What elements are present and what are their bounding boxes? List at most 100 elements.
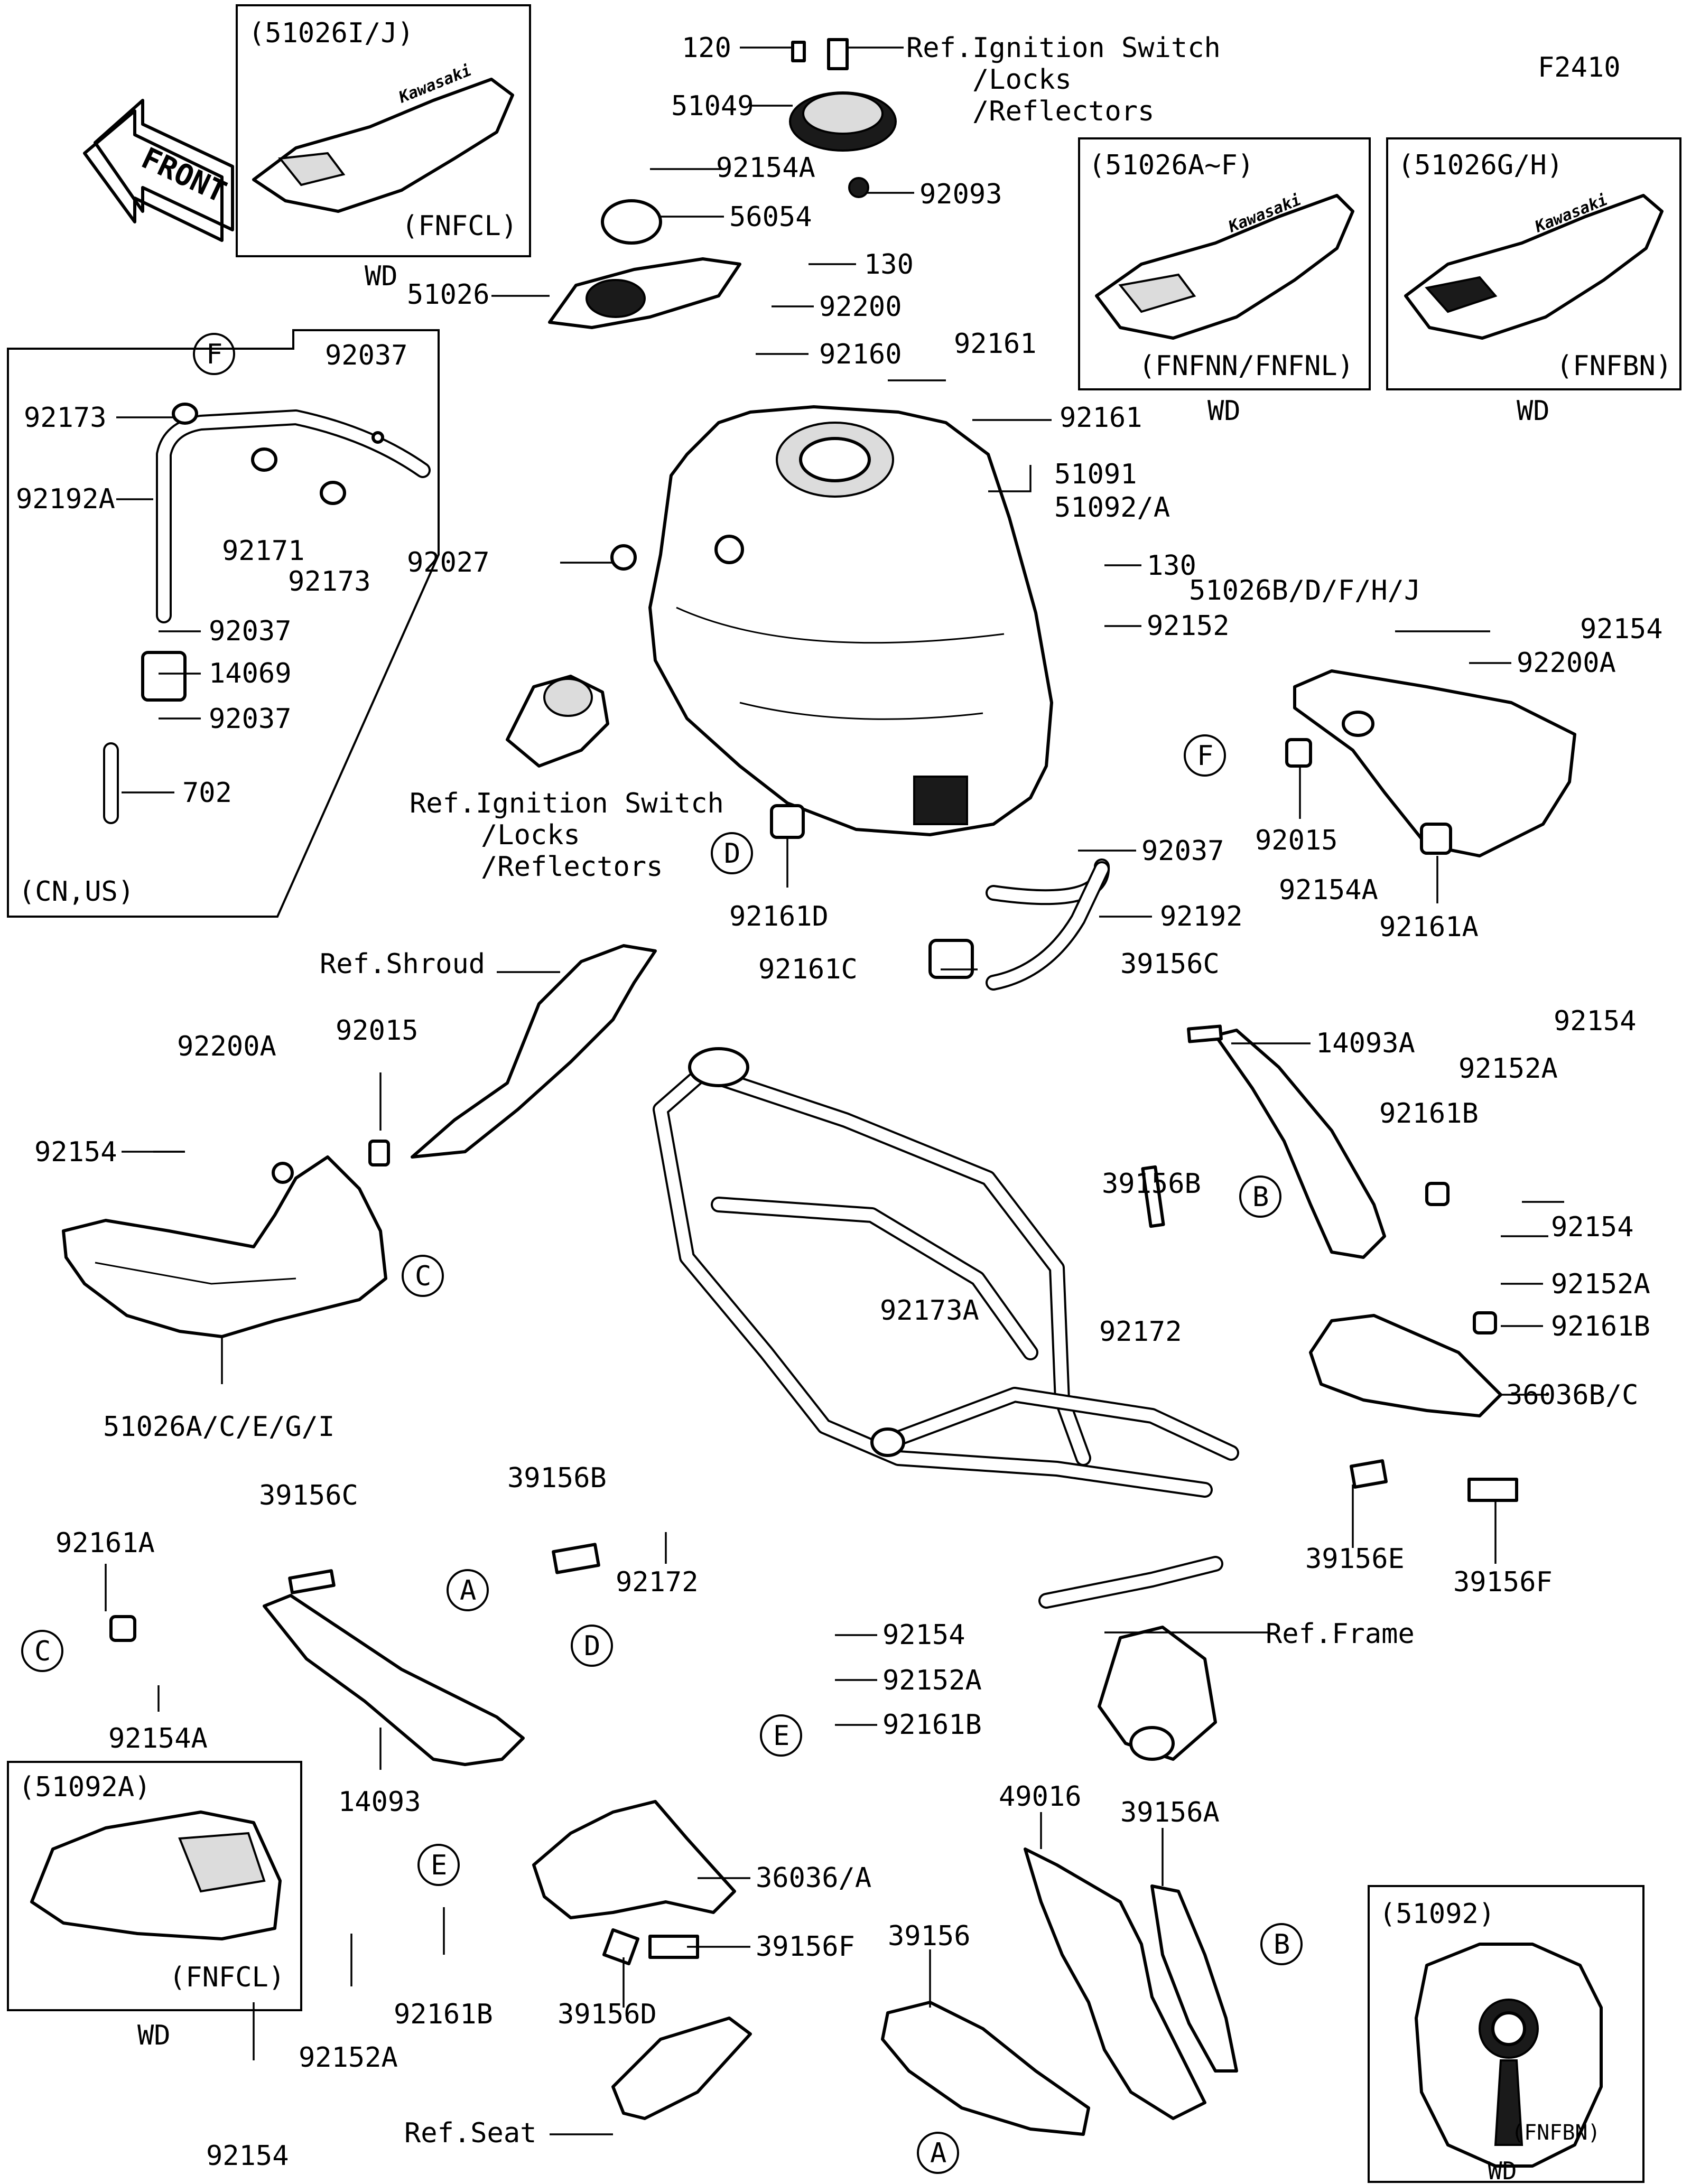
callout-f-top-label: F bbox=[206, 339, 222, 370]
label-130-top: 130 bbox=[864, 249, 914, 281]
label-39156c-r: 39156C bbox=[1120, 948, 1220, 980]
seat-bracket bbox=[611, 2017, 752, 2120]
label-92152-mid: 92152 bbox=[1147, 610, 1230, 642]
ref-ignition-top-3: /Reflectors bbox=[972, 96, 1154, 127]
label-92161-b: 92161 bbox=[1060, 402, 1142, 434]
label-56054: 56054 bbox=[729, 201, 812, 233]
label-39156b-r: 39156B bbox=[1102, 1168, 1201, 1200]
label-92200a-r: 92200A bbox=[1517, 647, 1616, 679]
ref-ignition-top-1: Ref.Ignition Switch bbox=[906, 32, 1221, 64]
label-92154-r3: 92154 bbox=[1551, 1211, 1634, 1243]
label-92172-l: 92172 bbox=[616, 1566, 699, 1598]
callout-e-center-label: E bbox=[773, 1720, 789, 1752]
label-39156e: 39156E bbox=[1305, 1543, 1405, 1575]
label-36036a: 36036/A bbox=[756, 1862, 871, 1894]
label-92015-l: 92015 bbox=[336, 1015, 419, 1047]
label-92093: 92093 bbox=[919, 179, 1002, 210]
label-92161b-l: 92161B bbox=[394, 1999, 493, 2030]
variant-box-51026gh: (51026G/H) Kawasaki (FNFBN) bbox=[1386, 137, 1681, 390]
front-arrow-icon: FRONT bbox=[83, 99, 234, 242]
label-92154-bl: 92154 bbox=[206, 2140, 289, 2172]
callout-b-low: B bbox=[1260, 1923, 1303, 1965]
label-92154-c: 92154 bbox=[882, 1619, 965, 1651]
label-92154-l: 92154 bbox=[34, 1136, 117, 1168]
label-51049: 51049 bbox=[671, 90, 754, 122]
box4-title: (51092A) bbox=[18, 1771, 151, 1803]
callout-a-low-label: A bbox=[930, 2138, 946, 2169]
pad-39156 bbox=[881, 2001, 1090, 2136]
label-92161b-r: 92161B bbox=[1379, 1098, 1479, 1130]
label-92200: 92200 bbox=[819, 291, 902, 323]
label-92161b-r2: 92161B bbox=[1551, 1311, 1650, 1342]
bracket-36036bc bbox=[1309, 1311, 1518, 1502]
callout-e-center: E bbox=[760, 1714, 802, 1757]
label-39156a: 39156A bbox=[1120, 1797, 1220, 1828]
leader-lines bbox=[105, 46, 1564, 2135]
ref-seat: Ref.Seat bbox=[404, 2117, 536, 2149]
callout-c-low: C bbox=[21, 1630, 63, 1672]
box2-title: (51026A~F) bbox=[1089, 150, 1254, 181]
box4-code: (FNFCL) bbox=[169, 1962, 285, 1993]
ref-ignition-mid-3: /Reflectors bbox=[481, 851, 663, 883]
side-cover-left bbox=[62, 1155, 387, 1338]
ref-ignition-top-2: /Locks bbox=[972, 64, 1072, 96]
evap-hose-box: (CN,US) bbox=[7, 329, 440, 918]
variant-box-51026ij: (51026I/J) Kawasaki (FNFCL) bbox=[236, 4, 531, 257]
callout-a-mid: A bbox=[447, 1569, 489, 1611]
panel-14093 bbox=[109, 1543, 600, 1766]
box2-caption: WD bbox=[1207, 395, 1241, 427]
label-39156d: 39156D bbox=[558, 1999, 657, 2030]
callout-f-right: F bbox=[1184, 734, 1226, 777]
label-130-mid: 130 bbox=[1147, 550, 1196, 582]
part-49016 bbox=[1024, 1847, 1238, 2120]
label-51026bdfhj: 51026B/D/F/H/J bbox=[1189, 575, 1420, 606]
label-92173-a: 92173 bbox=[24, 402, 107, 434]
box6-code: (CN,US) bbox=[18, 876, 134, 908]
box2-code: (FNFNN/FNFNL) bbox=[1139, 350, 1354, 382]
fuel-cap bbox=[789, 38, 897, 198]
box1-title: (51026I/J) bbox=[248, 17, 414, 49]
label-51091: 51091 bbox=[1054, 459, 1137, 490]
figure-code: F2410 bbox=[1538, 52, 1621, 83]
label-92171: 92171 bbox=[222, 535, 305, 567]
tank-cover-51026 bbox=[548, 199, 741, 329]
callout-c-left: C bbox=[402, 1255, 444, 1297]
rubber-92161c bbox=[928, 939, 974, 979]
ref-shroud: Ref.Shroud bbox=[320, 948, 485, 980]
label-14093: 14093 bbox=[338, 1786, 421, 1818]
callout-d-tank: D bbox=[711, 832, 753, 874]
label-39156: 39156 bbox=[888, 1920, 971, 1952]
frame bbox=[653, 1047, 1239, 1761]
label-92192: 92192 bbox=[1160, 901, 1243, 932]
label-92037-top: 92037 bbox=[325, 340, 408, 371]
ref-frame: Ref.Frame bbox=[1266, 1618, 1415, 1650]
callout-f-top: F bbox=[193, 333, 235, 375]
ref-ignition-mid-1: Ref.Ignition Switch bbox=[410, 788, 724, 819]
shroud-left bbox=[368, 944, 657, 1166]
label-92027: 92027 bbox=[407, 547, 490, 578]
label-92154a-l: 92154A bbox=[108, 1723, 208, 1754]
label-92152a-c: 92152A bbox=[882, 1665, 982, 1696]
box3-caption: WD bbox=[1517, 395, 1550, 427]
variant-box-51026a-f: (51026A~F) Kawasaki (FNFNN/FNFNL) bbox=[1078, 137, 1371, 390]
label-92154-r: 92154 bbox=[1580, 613, 1663, 645]
bracket-36036a bbox=[532, 1800, 736, 1966]
label-92173a: 92173A bbox=[880, 1295, 979, 1327]
label-92037-mid: 92037 bbox=[209, 615, 292, 647]
label-51026acegi: 51026A/C/E/G/I bbox=[103, 1411, 335, 1443]
callout-d-tank-label: D bbox=[724, 838, 740, 870]
label-92192a: 92192A bbox=[16, 483, 115, 515]
label-39156c-l: 39156C bbox=[259, 1480, 358, 1511]
label-39156f-r: 39156F bbox=[1453, 1566, 1553, 1598]
box5-code-label: (FNFBN) bbox=[1511, 2121, 1601, 2145]
label-92161c: 92161C bbox=[758, 954, 858, 985]
label-92154a-r: 92154A bbox=[1279, 874, 1378, 906]
label-92152a-r2: 92152A bbox=[1551, 1268, 1650, 1300]
variant-box-51092: (51092) (FNFBN) bbox=[1368, 1885, 1644, 2183]
callout-e-left-label: E bbox=[431, 1850, 447, 1881]
variant-box-51092a: (51092A) (FNFCL) bbox=[7, 1761, 302, 2011]
label-51092a: 51092/A bbox=[1054, 492, 1170, 524]
callout-c-low-label: C bbox=[34, 1636, 51, 1667]
ignition-bracket bbox=[506, 544, 637, 768]
